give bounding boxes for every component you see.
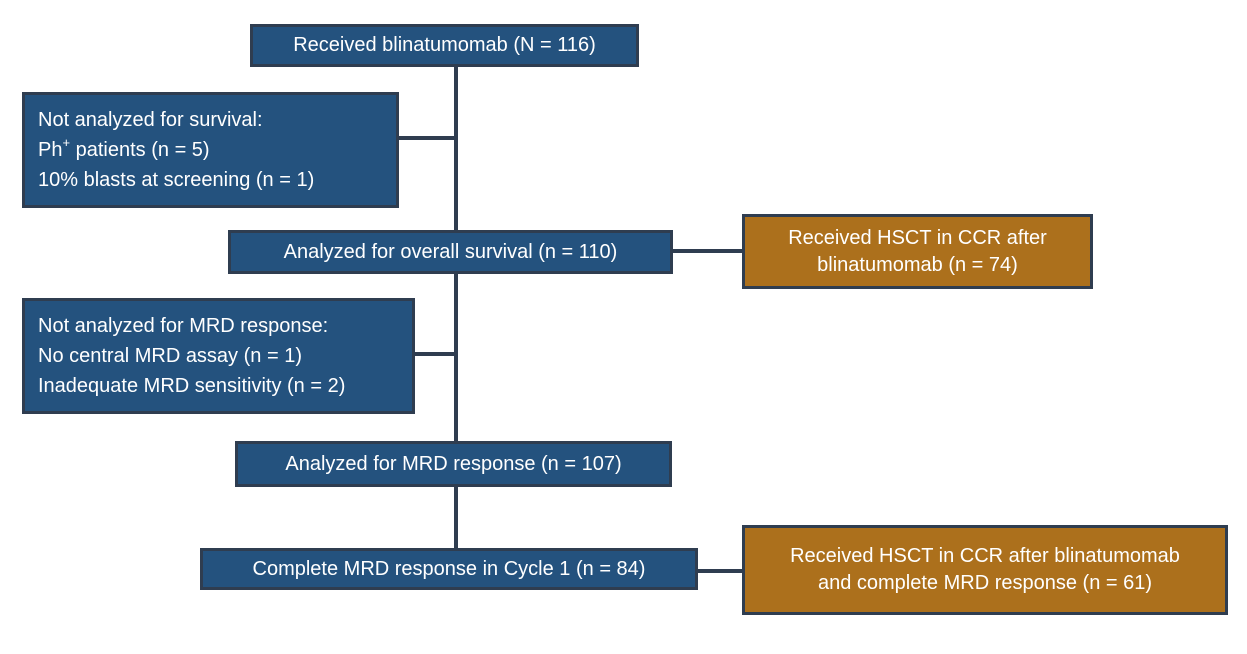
connector-vertical-spine — [454, 66, 458, 550]
exclusion-reason-blasts: 10% blasts at screening (n = 1) — [38, 169, 315, 191]
exclusion-reason-assay: No central MRD assay (n = 1) — [38, 345, 302, 367]
exclusion-heading: Not analyzed for survival: — [38, 109, 263, 131]
node-not-analyzed-mrd: Not analyzed for MRD response: No centra… — [22, 298, 415, 414]
node-analyzed-overall-survival: Analyzed for overall survival (n = 110) — [228, 230, 673, 274]
ph-text: Ph — [38, 139, 63, 161]
node-label-line2: and complete MRD response (n = 61) — [817, 572, 1153, 594]
node-complete-mrd-response-cycle1: Complete MRD response in Cycle 1 (n = 84… — [200, 548, 698, 590]
node-label-line1: Received HSCT in CCR after — [788, 226, 1047, 249]
node-label: Analyzed for overall survival (n = 110) — [283, 240, 618, 263]
node-analyzed-mrd-response: Analyzed for MRD response (n = 107) — [235, 441, 672, 487]
exclusion-reason-ph-positive: Ph+ patients (n = 5) — [38, 135, 383, 165]
node-label-line2: blinatumomab (n = 74) — [817, 253, 1018, 276]
ph-patients-text: patients (n = 5) — [70, 139, 210, 161]
connector-not-analyzed-survival — [396, 136, 454, 140]
exclusion-reason-sensitivity: Inadequate MRD sensitivity (n = 2) — [38, 375, 346, 397]
connector-not-analyzed-mrd — [412, 352, 454, 356]
exclusion-list: Not analyzed for MRD response: No centra… — [38, 311, 399, 401]
node-hsct-ccr-after-blinatumomab: Received HSCT in CCR after blinatumomab … — [742, 214, 1093, 289]
node-label-line1: Received HSCT in CCR after blinatumomab — [790, 545, 1180, 567]
node-received-blinatumomab: Received blinatumomab (N = 116) — [250, 24, 639, 67]
node-label: Analyzed for MRD response (n = 107) — [285, 452, 622, 475]
connector-hsct-after-mrd-response — [696, 569, 742, 573]
node-label: Received HSCT in CCR after blinatumomab … — [745, 225, 1090, 279]
exclusion-list: Not analyzed for survival: Ph+ patients … — [38, 105, 383, 195]
node-not-analyzed-survival: Not analyzed for survival: Ph+ patients … — [22, 92, 399, 208]
node-label: Complete MRD response in Cycle 1 (n = 84… — [252, 557, 646, 580]
node-label: Received blinatumomab (N = 116) — [293, 34, 596, 56]
connector-hsct-after-blinatumomab — [671, 249, 742, 253]
superscript-plus: + — [62, 135, 71, 151]
node-hsct-ccr-after-blinatumomab-mrd: Received HSCT in CCR after blinatumomab … — [742, 525, 1228, 615]
exclusion-heading: Not analyzed for MRD response: — [38, 315, 329, 337]
node-label: Received HSCT in CCR after blinatumomab … — [745, 543, 1225, 597]
